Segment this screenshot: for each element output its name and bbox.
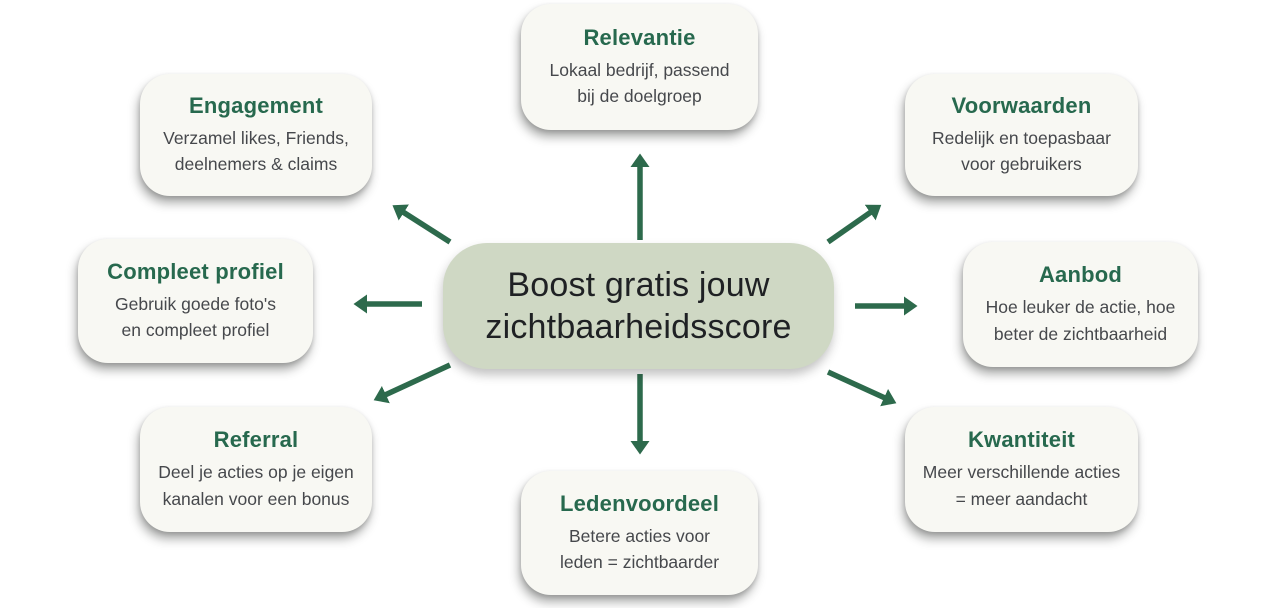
node-referral-body: Deel je acties op je eigen kanalen voor … bbox=[158, 462, 354, 509]
arrow-down-right bbox=[826, 369, 897, 407]
node-referral: Referral Deel je acties op je eigen kana… bbox=[140, 407, 372, 532]
node-ledenvoordeel-body: Betere acties voor leden = zichtbaarder bbox=[559, 525, 720, 573]
node-referral-title: Referral bbox=[213, 427, 299, 453]
node-relevantie: Relevantie Lokaal bedrijf, passend bij d… bbox=[521, 4, 758, 130]
node-engagement: Engagement Verzamel likes, Friends, deel… bbox=[140, 74, 372, 196]
node-relevantie-body: Lokaal bedrijf, passend bij de doelgroep bbox=[549, 59, 730, 107]
node-voorwaarden-title: Voorwaarden bbox=[951, 92, 1092, 118]
node-aanbod: Aanbod Hoe leuker de actie, hoe beter de… bbox=[963, 242, 1198, 367]
arrow-up-right bbox=[826, 204, 882, 245]
node-compleet-profiel-body: Gebruik goede foto's en compleet profiel bbox=[115, 293, 276, 341]
node-ledenvoordeel-title: Ledenvoordeel bbox=[559, 490, 720, 516]
node-relevantie-title: Relevantie bbox=[583, 24, 696, 50]
center-node-label: Boost gratis jouw zichtbaarheidsscore bbox=[485, 265, 792, 346]
node-ledenvoordeel: Ledenvoordeel Betere acties voor leden =… bbox=[521, 471, 758, 595]
node-compleet-profiel-title: Compleet profiel bbox=[107, 258, 284, 284]
node-engagement-body: Verzamel likes, Friends, deelnemers & cl… bbox=[163, 127, 349, 175]
arrow-down-left bbox=[373, 362, 452, 404]
center-node: Boost gratis jouw zichtbaarheidsscore bbox=[443, 243, 834, 369]
node-compleet-profiel: Compleet profiel Gebruik goede foto's en… bbox=[78, 239, 313, 363]
node-aanbod-title: Aanbod bbox=[1038, 262, 1123, 288]
node-engagement-title: Engagement bbox=[188, 92, 324, 118]
node-kwantiteit-body: Meer verschillende acties = meer aandach… bbox=[922, 462, 1121, 509]
node-aanbod-body: Hoe leuker de actie, hoe beter de zichtb… bbox=[985, 297, 1176, 344]
arrow-up-left bbox=[392, 204, 452, 245]
node-voorwaarden-body: Redelijk en toepasbaar voor gebruikers bbox=[931, 127, 1111, 175]
node-kwantiteit: Kwantiteit Meer verschillende acties = m… bbox=[905, 407, 1138, 532]
node-voorwaarden: Voorwaarden Redelijk en toepasbaar voor … bbox=[905, 74, 1138, 196]
node-kwantiteit-title: Kwantiteit bbox=[967, 427, 1076, 453]
